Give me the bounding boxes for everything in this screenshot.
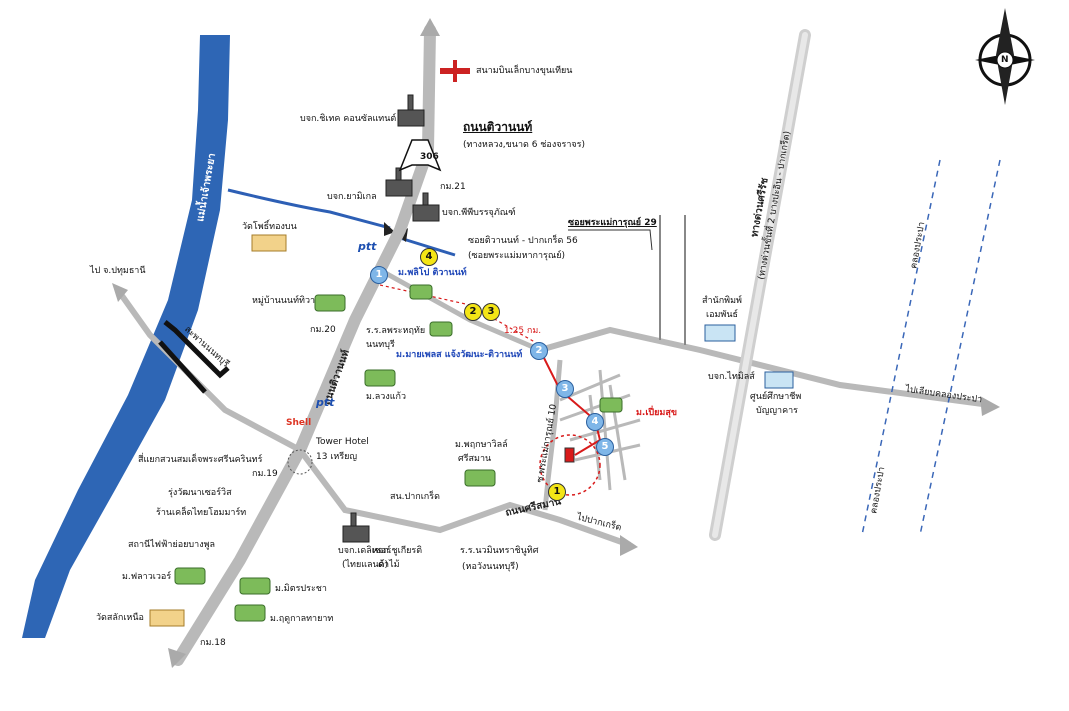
factory-lumber-label: หจก.ชูเกียรติ [372, 546, 423, 556]
intersection-label: สี่แยกสวนสมเด็จพระศรีนครินทร์ [138, 455, 263, 465]
badge-yellow-2: 2 [464, 303, 482, 321]
village-suk-label: ม.พฤกษาวิลล์ [455, 440, 508, 450]
factory-delta-b-label: (ไทยแลนด์) [342, 560, 389, 570]
factory-lumber-b-label: ค้าไม้ [378, 560, 400, 570]
badge-blue-5: 5 [596, 438, 614, 456]
factory-delta-label: บจก.เดลิเซอร์ [338, 546, 392, 556]
factory-pilot-label: บจก.พีพีบรรจุภัณฑ์ [442, 208, 516, 218]
road-nw-arrow [112, 283, 128, 302]
destination-label: ม.เปี่ยมสุข [636, 408, 677, 418]
factory-icon [342, 94, 440, 543]
village-2-label: ม.มายเพลส แจ้งวัฒนะ-ติวานนท์ [396, 350, 523, 360]
badge-yellow-4: 4 [420, 248, 438, 266]
soi56-alt-label: (ซอยพระแม่มหาการุณย์) [468, 251, 566, 261]
ptt-logo-2: ptt [316, 396, 335, 409]
km18-label: กม.18 [200, 638, 226, 648]
badge-blue-2: 2 [530, 342, 548, 360]
school-1b-label: นนทบุรี [366, 340, 395, 350]
tiwanon-market-label: ร้านเคล็ดไทยโฮมมาร์ท [156, 508, 247, 518]
center-library-label: ศูนย์ศึกษาชีพ [750, 392, 802, 402]
airport-label: สนามบินเล็กบางขุนเทียน [476, 66, 573, 76]
badge-blue-3: 3 [556, 380, 574, 398]
center-library-b-label: บัญญาคาร [756, 406, 799, 416]
village-rukhat-label: ม.ฤดูกาลทายาท [270, 614, 334, 624]
office-sakon-label: สำนักพิมพ์ [702, 296, 742, 306]
soi-road [378, 267, 541, 353]
bridge-bracket-2 [158, 340, 207, 394]
village-suk-b-label: ศรีสมาน [458, 454, 492, 464]
km21-label: กม.21 [440, 182, 466, 192]
distance-label: 1.25 กม. [504, 326, 542, 336]
village-icon [174, 284, 623, 622]
chao-phraya-river [22, 35, 230, 638]
to-pathum-label: ไป จ.ปทุมธานี [90, 266, 146, 276]
office-sakon-b-label: เอมพันธ์ [706, 310, 738, 320]
badge-yellow-1: 1 [548, 483, 566, 501]
village-tiwa-label: หมู่บ้านนนท์ทิวา [252, 296, 316, 306]
badge-blue-1: 1 [370, 266, 388, 284]
village-1-label: ม.พลิโป ติวานนท์ [398, 268, 467, 278]
main-road-note: (ทางหลวง,ขนาด 6 ช่องจราจร) [463, 140, 585, 150]
km20-label: กม.20 [310, 325, 336, 335]
factory-yamaha-label: บจก.ยามิเกล [327, 192, 377, 202]
east-arrow [980, 396, 1000, 416]
srisaman-road [297, 448, 632, 548]
hotel-b-label: 13 เหรียญ [316, 452, 358, 462]
village-kaew-label: ม.ลวงแก้ว [366, 392, 407, 402]
rung-label: รุ่งวัฒนาเซอร์วิส [168, 488, 232, 498]
badge-yellow-3: 3 [482, 303, 500, 321]
bridge-bracket [163, 320, 230, 379]
route-shield-icon [398, 139, 442, 172]
school-2b-label: (หอวังนนทบุรี) [462, 562, 519, 572]
airplane-icon [440, 60, 470, 82]
temple-icon [149, 234, 287, 627]
soi29-line [568, 229, 653, 251]
shell-logo: Shell [286, 418, 312, 428]
expressway-core [712, 32, 808, 538]
ptt-logo-1: ptt [358, 240, 377, 253]
village-mit-label: ม.มิตรประชา [275, 584, 327, 594]
compass-icon [975, 8, 1035, 105]
canal-dashed-1 [861, 159, 941, 536]
canal-arrow [399, 236, 456, 257]
intersection-circle [287, 449, 313, 475]
destination-circle [539, 434, 601, 496]
km19-label: กม.19 [252, 469, 278, 479]
school-2-label: ร.ร.นวมินทราชินูทิศ [460, 546, 539, 556]
school-1-label: ร.ร.ลพระหฤทัย [366, 326, 426, 336]
road-arrow-bottom [168, 648, 186, 668]
compass-label: N [1001, 55, 1009, 65]
east-road [539, 326, 991, 408]
soi29-label: ซอยพระแม่การุณย์ 29 [568, 218, 657, 228]
srisaman-arrow [620, 535, 638, 556]
hotel-label: Tower Hotel [316, 437, 369, 447]
office-home-label: บจก.ไทมิลส์ [708, 372, 755, 382]
factory-top-label: บจก.ชิเทค คอนซัลแทนต์ [300, 114, 397, 124]
pakkret-station-label: สน.ปากเกร็ด [390, 492, 440, 502]
soi56-label: ซอยติวานนท์ - ปากเกร็ด 56 [468, 236, 578, 246]
road-arrow-top [420, 18, 440, 36]
station-elec-label: สถานีไฟฟ้าย่อยบางพูล [128, 540, 216, 550]
canal-top [227, 188, 391, 230]
destination-marker [564, 447, 575, 463]
route-306-label: 306 [420, 152, 439, 162]
temple-bottom-label: วัดสลักเหนือ [96, 613, 144, 623]
canal-dashed-2 [919, 159, 1001, 536]
main-road-label: ถนนติวานนท์ [463, 120, 533, 134]
temple-top-label: วัดโพธิ์ทองบน [242, 222, 297, 232]
house-icon [704, 324, 794, 389]
village-flower-label: ม.ฟลาวเวอร์ [122, 572, 172, 582]
badge-blue-4: 4 [586, 413, 604, 431]
